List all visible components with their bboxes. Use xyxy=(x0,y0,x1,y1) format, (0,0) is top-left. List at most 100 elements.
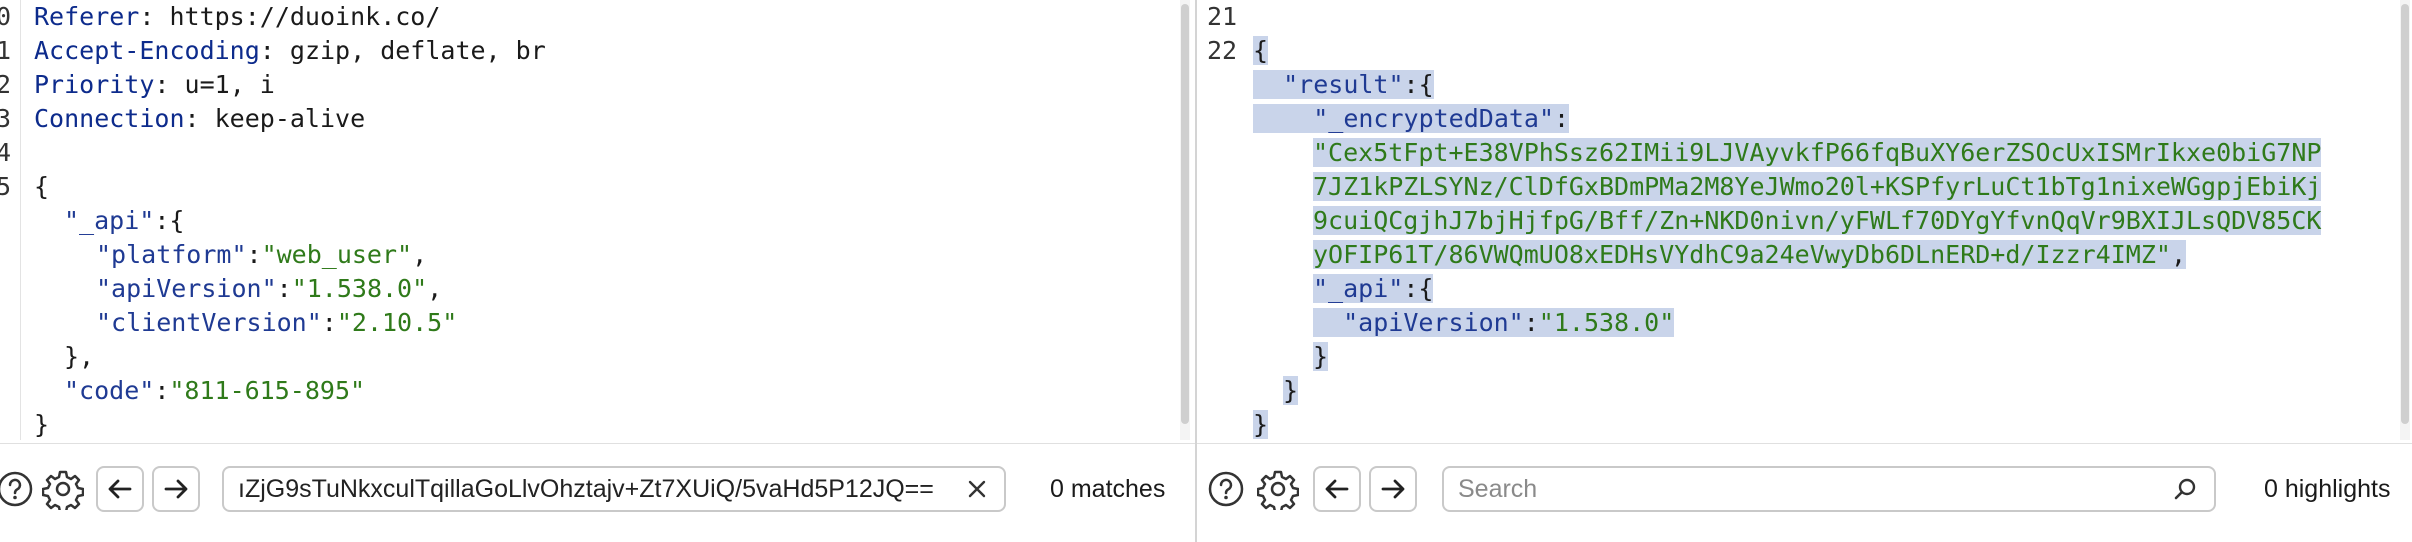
arrow-left-icon xyxy=(108,479,132,499)
help-button[interactable] xyxy=(0,466,38,512)
json-line: "_encryptedData": xyxy=(1253,102,1570,136)
json-line: "_api":{ xyxy=(64,204,184,238)
arrow-right-icon xyxy=(164,479,188,499)
line-number: 21 xyxy=(1207,2,1238,31)
header-value: https://duoink.co/ xyxy=(154,2,441,31)
json-punctuation: :{ xyxy=(1403,274,1434,303)
json-line: "platform":"web_user", xyxy=(96,240,428,269)
magnifier-icon xyxy=(2174,478,2196,500)
line-number: 2 xyxy=(0,70,12,99)
json-brace: } xyxy=(34,410,50,439)
help-circle-icon xyxy=(1208,471,1244,507)
search-toolbar: ıZjG9sTuNkxculTqillaGoLlvOhztajv+Zt7XUiQ… xyxy=(0,443,1195,542)
arrow-left-icon xyxy=(1325,479,1349,499)
match-count: 0 matches xyxy=(1050,475,1166,503)
json-string: "web_user" xyxy=(261,240,413,269)
clear-search-button[interactable] xyxy=(962,474,992,504)
response-editor[interactable]: 21 22 { "result":{ "_encryptedData": "Ce… xyxy=(1197,0,2412,440)
json-key: "_encryptedData" xyxy=(1313,104,1555,133)
gear-icon xyxy=(1257,470,1299,510)
search-box[interactable] xyxy=(1442,466,2216,512)
json-brace: { xyxy=(34,172,50,201)
settings-button[interactable] xyxy=(40,466,86,512)
encrypted-data-value: 9cuiQCgjhJ7bjHjfpG/Bff/Zn+NKD0nivn/yFWLf… xyxy=(1313,206,2322,235)
encrypted-data-value: 7JZ1kPZLSYNz/ClDfGxBDmPMa2M8YeJWmo20l+KS… xyxy=(1313,172,2322,201)
previous-match-button[interactable] xyxy=(96,466,144,512)
search-toolbar: 0 highlights xyxy=(1197,443,2412,542)
help-button[interactable] xyxy=(1203,466,1249,512)
json-string: "811-615-895" xyxy=(169,376,366,405)
header-value: keep-alive xyxy=(199,104,366,133)
json-key: "platform" xyxy=(96,240,247,269)
scrollbar-thumb[interactable] xyxy=(1181,4,1189,424)
previous-match-button[interactable] xyxy=(1313,466,1361,512)
json-string-line: 7JZ1kPZLSYNz/ClDfGxBDmPMa2M8YeJWmo20l+KS… xyxy=(1313,170,2322,204)
header-name: Priority xyxy=(34,70,155,99)
json-string: "2.10.5" xyxy=(336,308,458,337)
scrollbar-thumb[interactable] xyxy=(2401,4,2409,424)
next-match-button[interactable] xyxy=(1369,466,1417,512)
json-brace: { xyxy=(1253,36,1269,65)
search-box[interactable]: ıZjG9sTuNkxculTqillaGoLlvOhztajv+Zt7XUiQ… xyxy=(222,466,1006,512)
response-pane: 21 22 { "result":{ "_encryptedData": "Ce… xyxy=(1197,0,2412,542)
line-number: 0 xyxy=(0,2,12,31)
line-number: 4 xyxy=(0,138,12,167)
line-number: 1 xyxy=(0,36,12,65)
encrypted-data-value: "Cex5tFpt+E38VPhSsz62IMii9LJVAyvkfP66fqB… xyxy=(1313,138,2322,167)
line-number: 3 xyxy=(0,104,12,133)
json-line: "apiVersion":"1.538.0", xyxy=(96,274,443,303)
json-line: "clientVersion":"2.10.5" xyxy=(96,308,458,337)
json-string-line: "Cex5tFpt+E38VPhSsz62IMii9LJVAyvkfP66fqB… xyxy=(1313,136,2322,170)
json-brace: } xyxy=(1283,376,1299,405)
settings-button[interactable] xyxy=(1255,466,1301,512)
header-line: Referer: https://duoink.co/ xyxy=(34,2,441,31)
header-name: Referer xyxy=(34,2,140,31)
header-line: Priority: u=1, i xyxy=(34,70,275,99)
json-key: "apiVersion" xyxy=(96,274,277,303)
search-input[interactable]: ıZjG9sTuNkxculTqillaGoLlvOhztajv+Zt7XUiQ… xyxy=(238,475,934,503)
json-key: "_api" xyxy=(64,206,155,235)
json-line: "code":"811-615-895" xyxy=(64,376,366,405)
header-name: Accept-Encoding xyxy=(34,36,260,65)
search-input[interactable] xyxy=(1458,468,2138,510)
pane-divider[interactable] xyxy=(1195,0,1197,542)
line-number-gutter: 0 1 2 3 5 4 xyxy=(0,0,21,440)
header-name: Connection xyxy=(34,104,185,133)
vertical-scrollbar[interactable] xyxy=(2400,0,2410,440)
json-string: "1.538.0" xyxy=(291,274,428,303)
next-match-button[interactable] xyxy=(152,466,200,512)
json-string-line: yOFIP61T/86VWQmUO8xEDHsVYdhC9a24eVwyDb6D… xyxy=(1313,240,2186,269)
json-key: "result" xyxy=(1283,70,1404,99)
header-line: Connection: keep-alive xyxy=(34,104,366,133)
highlight-count: 0 highlights xyxy=(2264,475,2391,503)
gear-icon xyxy=(42,470,84,510)
json-line: "_api":{ xyxy=(1313,272,1434,306)
header-value: gzip, deflate, br xyxy=(274,36,546,65)
json-string-line: 9cuiQCgjhJ7bjHjfpG/Bff/Zn+NKD0nivn/yFWLf… xyxy=(1313,204,2322,238)
vertical-scrollbar[interactable] xyxy=(1180,0,1190,440)
close-icon xyxy=(968,480,986,498)
json-key: "apiVersion" xyxy=(1343,308,1524,337)
header-value: u=1, i xyxy=(169,70,275,99)
json-punctuation: :{ xyxy=(154,206,185,235)
line-number: 22 xyxy=(1207,36,1238,65)
json-brace: }, xyxy=(64,342,95,371)
request-editor[interactable]: 0 1 2 3 5 4 Referer: https://duoink.co/ … xyxy=(0,0,1195,440)
search-submit-button[interactable] xyxy=(2170,474,2200,504)
json-key: "code" xyxy=(64,376,155,405)
json-key: "clientVersion" xyxy=(96,308,322,337)
json-key: "_api" xyxy=(1313,274,1404,303)
line-number-gutter: 21 22 xyxy=(1197,0,1249,440)
json-brace: } xyxy=(1253,410,1269,439)
json-line: "result":{ xyxy=(1253,68,1434,102)
line-number: 5 xyxy=(0,172,12,201)
request-pane: 0 1 2 3 5 4 Referer: https://duoink.co/ … xyxy=(0,0,1195,542)
encrypted-data-value: yOFIP61T/86VWQmUO8xEDHsVYdhC9a24eVwyDb6D… xyxy=(1313,240,2171,269)
json-string: "1.538.0" xyxy=(1538,308,1675,337)
json-line: "apiVersion":"1.538.0" xyxy=(1313,306,1675,340)
header-line: Accept-Encoding: gzip, deflate, br xyxy=(34,36,546,65)
arrow-right-icon xyxy=(1381,479,1405,499)
json-punctuation: :{ xyxy=(1403,70,1434,99)
help-circle-icon xyxy=(0,471,33,507)
json-brace: } xyxy=(1313,342,1329,371)
